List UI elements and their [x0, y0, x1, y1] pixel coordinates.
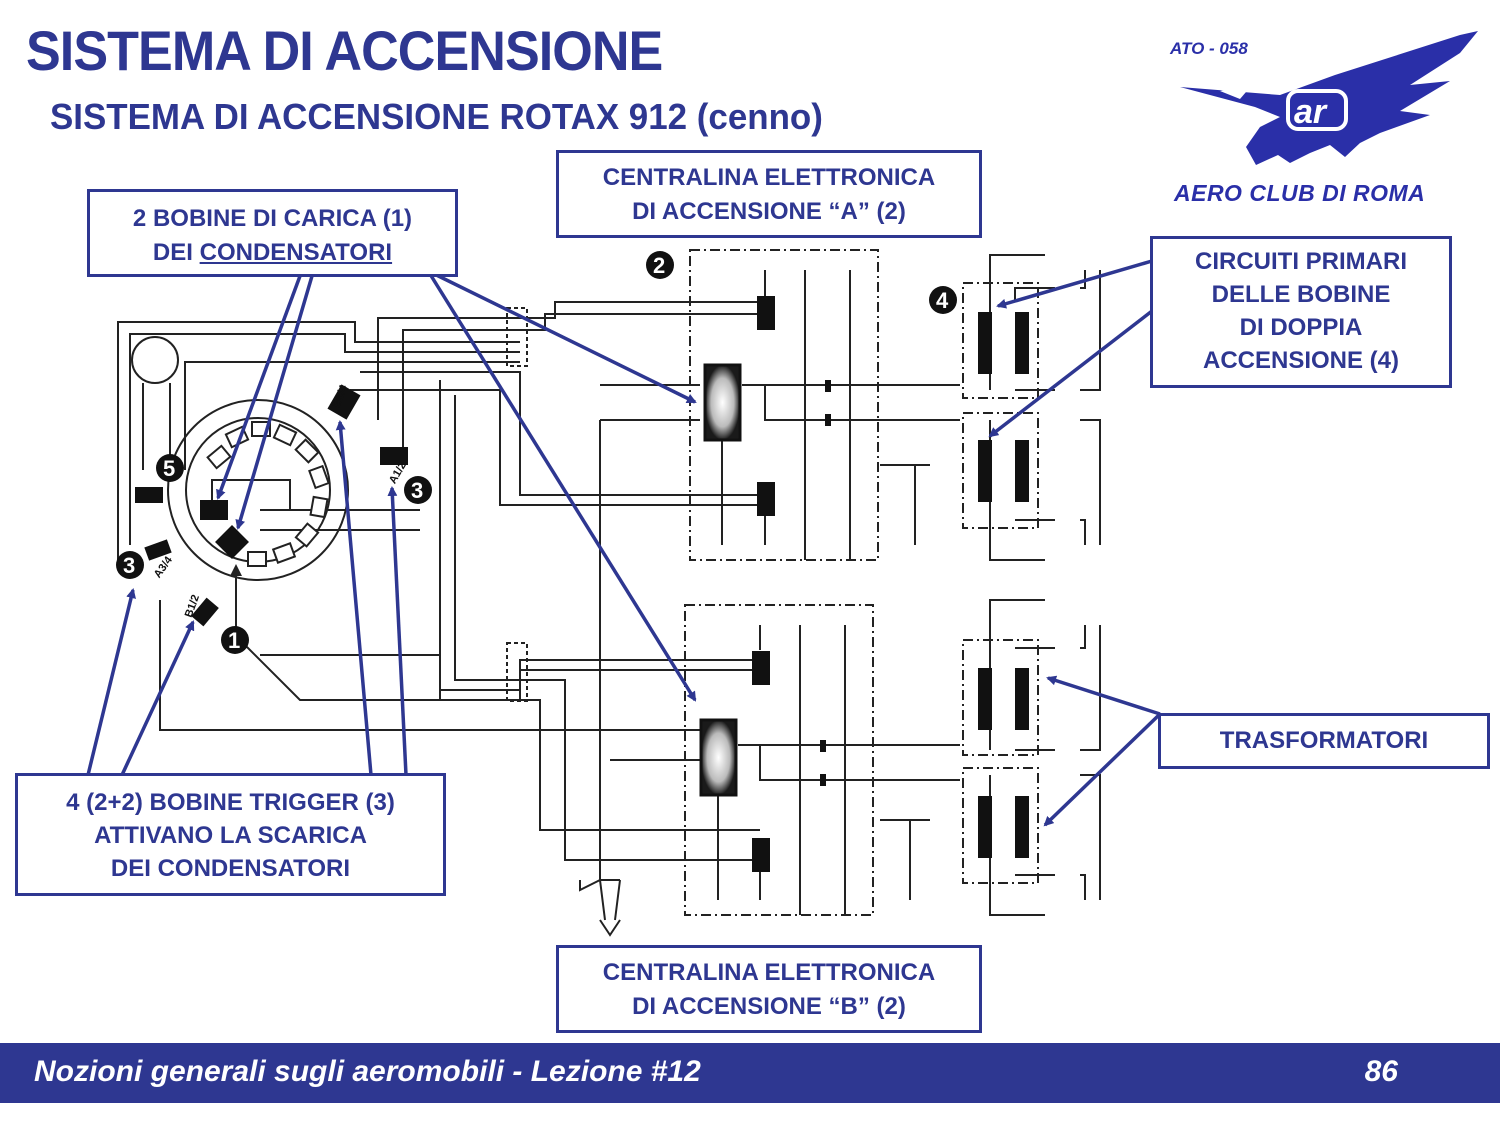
callout-charging-coils-underlined: CONDENSATORI	[199, 239, 393, 266]
harness-connectors	[506, 307, 528, 702]
ecu-b-capacitor-bottom	[752, 838, 770, 872]
callout-arrows	[86, 259, 1162, 827]
trigger-coil-b12	[191, 597, 219, 627]
svg-text:3: 3	[411, 478, 423, 503]
slide-subtitle: SISTEMA DI ACCENSIONE ROTAX 912 (cenno)	[50, 96, 823, 137]
arrow-to-trigger-a12	[387, 486, 408, 776]
svg-text:4: 4	[936, 288, 949, 313]
ignition-schematic: 1 2 3 3 4 5 B3/4 A1/2 A3/4 B1/2	[86, 249, 1162, 937]
callout-transformers-line1: TRASFORMATORI	[1219, 727, 1429, 754]
arrow-to-trigger-b34	[335, 420, 373, 776]
ecu-a-capacitor-top	[757, 296, 775, 330]
ecu-b-module	[699, 718, 738, 797]
badge-4: 4	[929, 286, 957, 314]
svg-text:2: 2	[653, 253, 665, 278]
footer-course-title: Nozioni generali sugli aeromobili - Lezi…	[34, 1055, 701, 1088]
callout-ecu-a: CENTRALINA ELETTRONICA DI ACCENSIONE “A”…	[556, 150, 982, 238]
trigger-coil-a12	[380, 447, 408, 465]
callout-charging-coils-prefix: DEI	[152, 239, 200, 266]
callout-trigger-line1: 4 (2+2) BOBINE TRIGGER (3)	[66, 789, 395, 816]
badge-1: 1	[221, 626, 249, 654]
eagle-icon: ar	[1180, 31, 1478, 165]
badge-5: 5	[156, 454, 184, 482]
footer-bar: Nozioni generali sugli aeromobili - Lezi…	[0, 1043, 1500, 1103]
arrow-to-ecu-a	[417, 264, 697, 404]
callout-ecu-b: CENTRALINA ELETTRONICA DI ACCENSIONE “B”…	[556, 945, 982, 1033]
page-number: 86	[1364, 1055, 1398, 1088]
coil-blocks	[135, 296, 1029, 872]
callout-charging-coils-line2: DEI CONDENSATORI	[90, 236, 455, 270]
aero-club-logo: ar ATO - 058 AERO CLUB DI ROMA	[1160, 25, 1490, 215]
callout-trigger-coils: 4 (2+2) BOBINE TRIGGER (3) ATTIVANO LA S…	[15, 773, 446, 896]
arrow-to-primary-2	[988, 309, 1154, 438]
ecu-b-capacitor-top	[752, 651, 770, 685]
logo-name: AERO CLUB DI ROMA	[1174, 180, 1426, 206]
callout-trigger-line3: DEI CONDENSATORI	[110, 855, 351, 882]
callout-primary-line4: ACCENSIONE (4)	[1202, 347, 1400, 374]
callout-transformers: TRASFORMATORI	[1158, 713, 1490, 769]
trigger-coil-a34	[144, 539, 172, 561]
badge-2: 2	[646, 251, 674, 279]
ecu-a-module	[703, 363, 742, 442]
svg-text:3: 3	[123, 553, 135, 578]
logo-code: ATO - 058	[1170, 39, 1248, 58]
callout-charging-coils: 2 BOBINE DI CARICA (1) DEI CONDENSATORI	[87, 189, 458, 277]
arrow-to-primary-1	[996, 259, 1153, 309]
ecu-a-capacitor-bottom	[757, 482, 775, 516]
arrow-to-transformer-2	[1043, 712, 1162, 827]
arrow-to-charging-coil-1	[216, 275, 302, 500]
arrow-to-transformer-1	[1046, 675, 1161, 716]
callout-ecu-b-line1: CENTRALINA ELETTRONICA	[602, 959, 936, 986]
charging-coil-2	[215, 525, 249, 559]
callout-primary-circuits: CIRCUITI PRIMARI DELLE BOBINE DI DOPPIA …	[1150, 236, 1452, 388]
svg-text:5: 5	[163, 456, 175, 481]
badge-3-right: 3	[404, 476, 432, 504]
slide-title: SISTEMA DI ACCENSIONE	[26, 19, 663, 82]
callout-primary-line1: CIRCUITI PRIMARI	[1195, 248, 1407, 275]
callout-ecu-b-line2: DI ACCENSIONE “B” (2)	[632, 993, 906, 1020]
arrow-to-charging-coil-2	[235, 275, 314, 530]
arrow-to-trigger-a34	[86, 588, 136, 776]
callout-primary-line3: DI DOPPIA	[1239, 314, 1363, 341]
charging-coil-1	[200, 500, 228, 520]
gauge-coil	[135, 487, 163, 503]
callout-ecu-a-line2: DI ACCENSIONE “A” (2)	[632, 198, 906, 225]
schematic-wiring	[117, 249, 1101, 937]
arrow-to-trigger-b12	[120, 620, 195, 776]
callout-ecu-a-line1: CENTRALINA ELETTRONICA	[602, 164, 936, 191]
badge-3-left: 3	[116, 551, 144, 579]
callout-primary-line2: DELLE BOBINE	[1211, 281, 1391, 308]
callout-charging-coils-line1: 2 BOBINE DI CARICA (1)	[132, 205, 413, 232]
arrow-to-ecu-b	[423, 265, 697, 702]
svg-text:1: 1	[228, 628, 240, 653]
logo-monogram: ar	[1294, 93, 1328, 131]
trigger-coil-b34	[327, 384, 361, 420]
callout-trigger-line2: ATTIVANO LA SCARICA	[94, 822, 367, 849]
